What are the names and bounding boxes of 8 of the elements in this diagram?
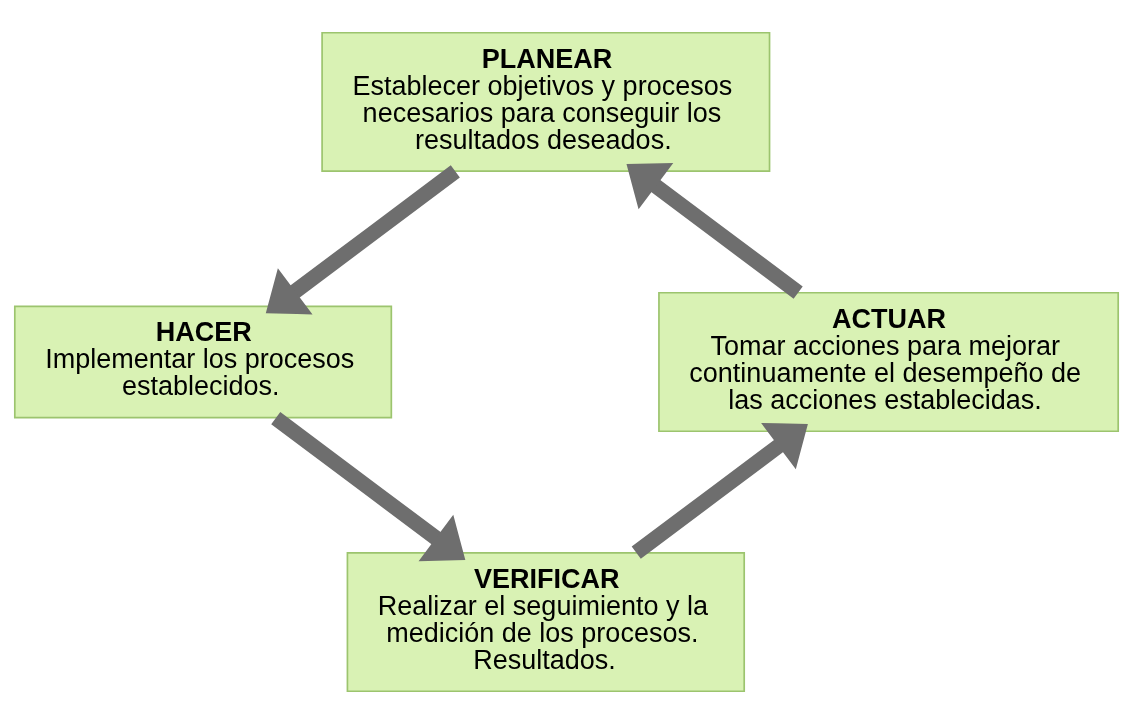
arrow [271, 411, 466, 561]
node-box: VERIFICAR Realizar el seguimiento y la medición de los procesos. Resultados. [346, 551, 746, 692]
node-box: PLANEAR Establecer objetivos y procesos necesarios para conseguir los resultados deseados. [321, 31, 771, 172]
node-box: HACER Implementar los procesos establecidos. [13, 304, 393, 419]
arrow [265, 164, 460, 314]
arrow [626, 162, 803, 299]
node-box: ACTUAR Tomar acciones para mejorar continuamente el desempeño de las acciones establecidas. [658, 291, 1120, 432]
arrow [631, 422, 808, 559]
